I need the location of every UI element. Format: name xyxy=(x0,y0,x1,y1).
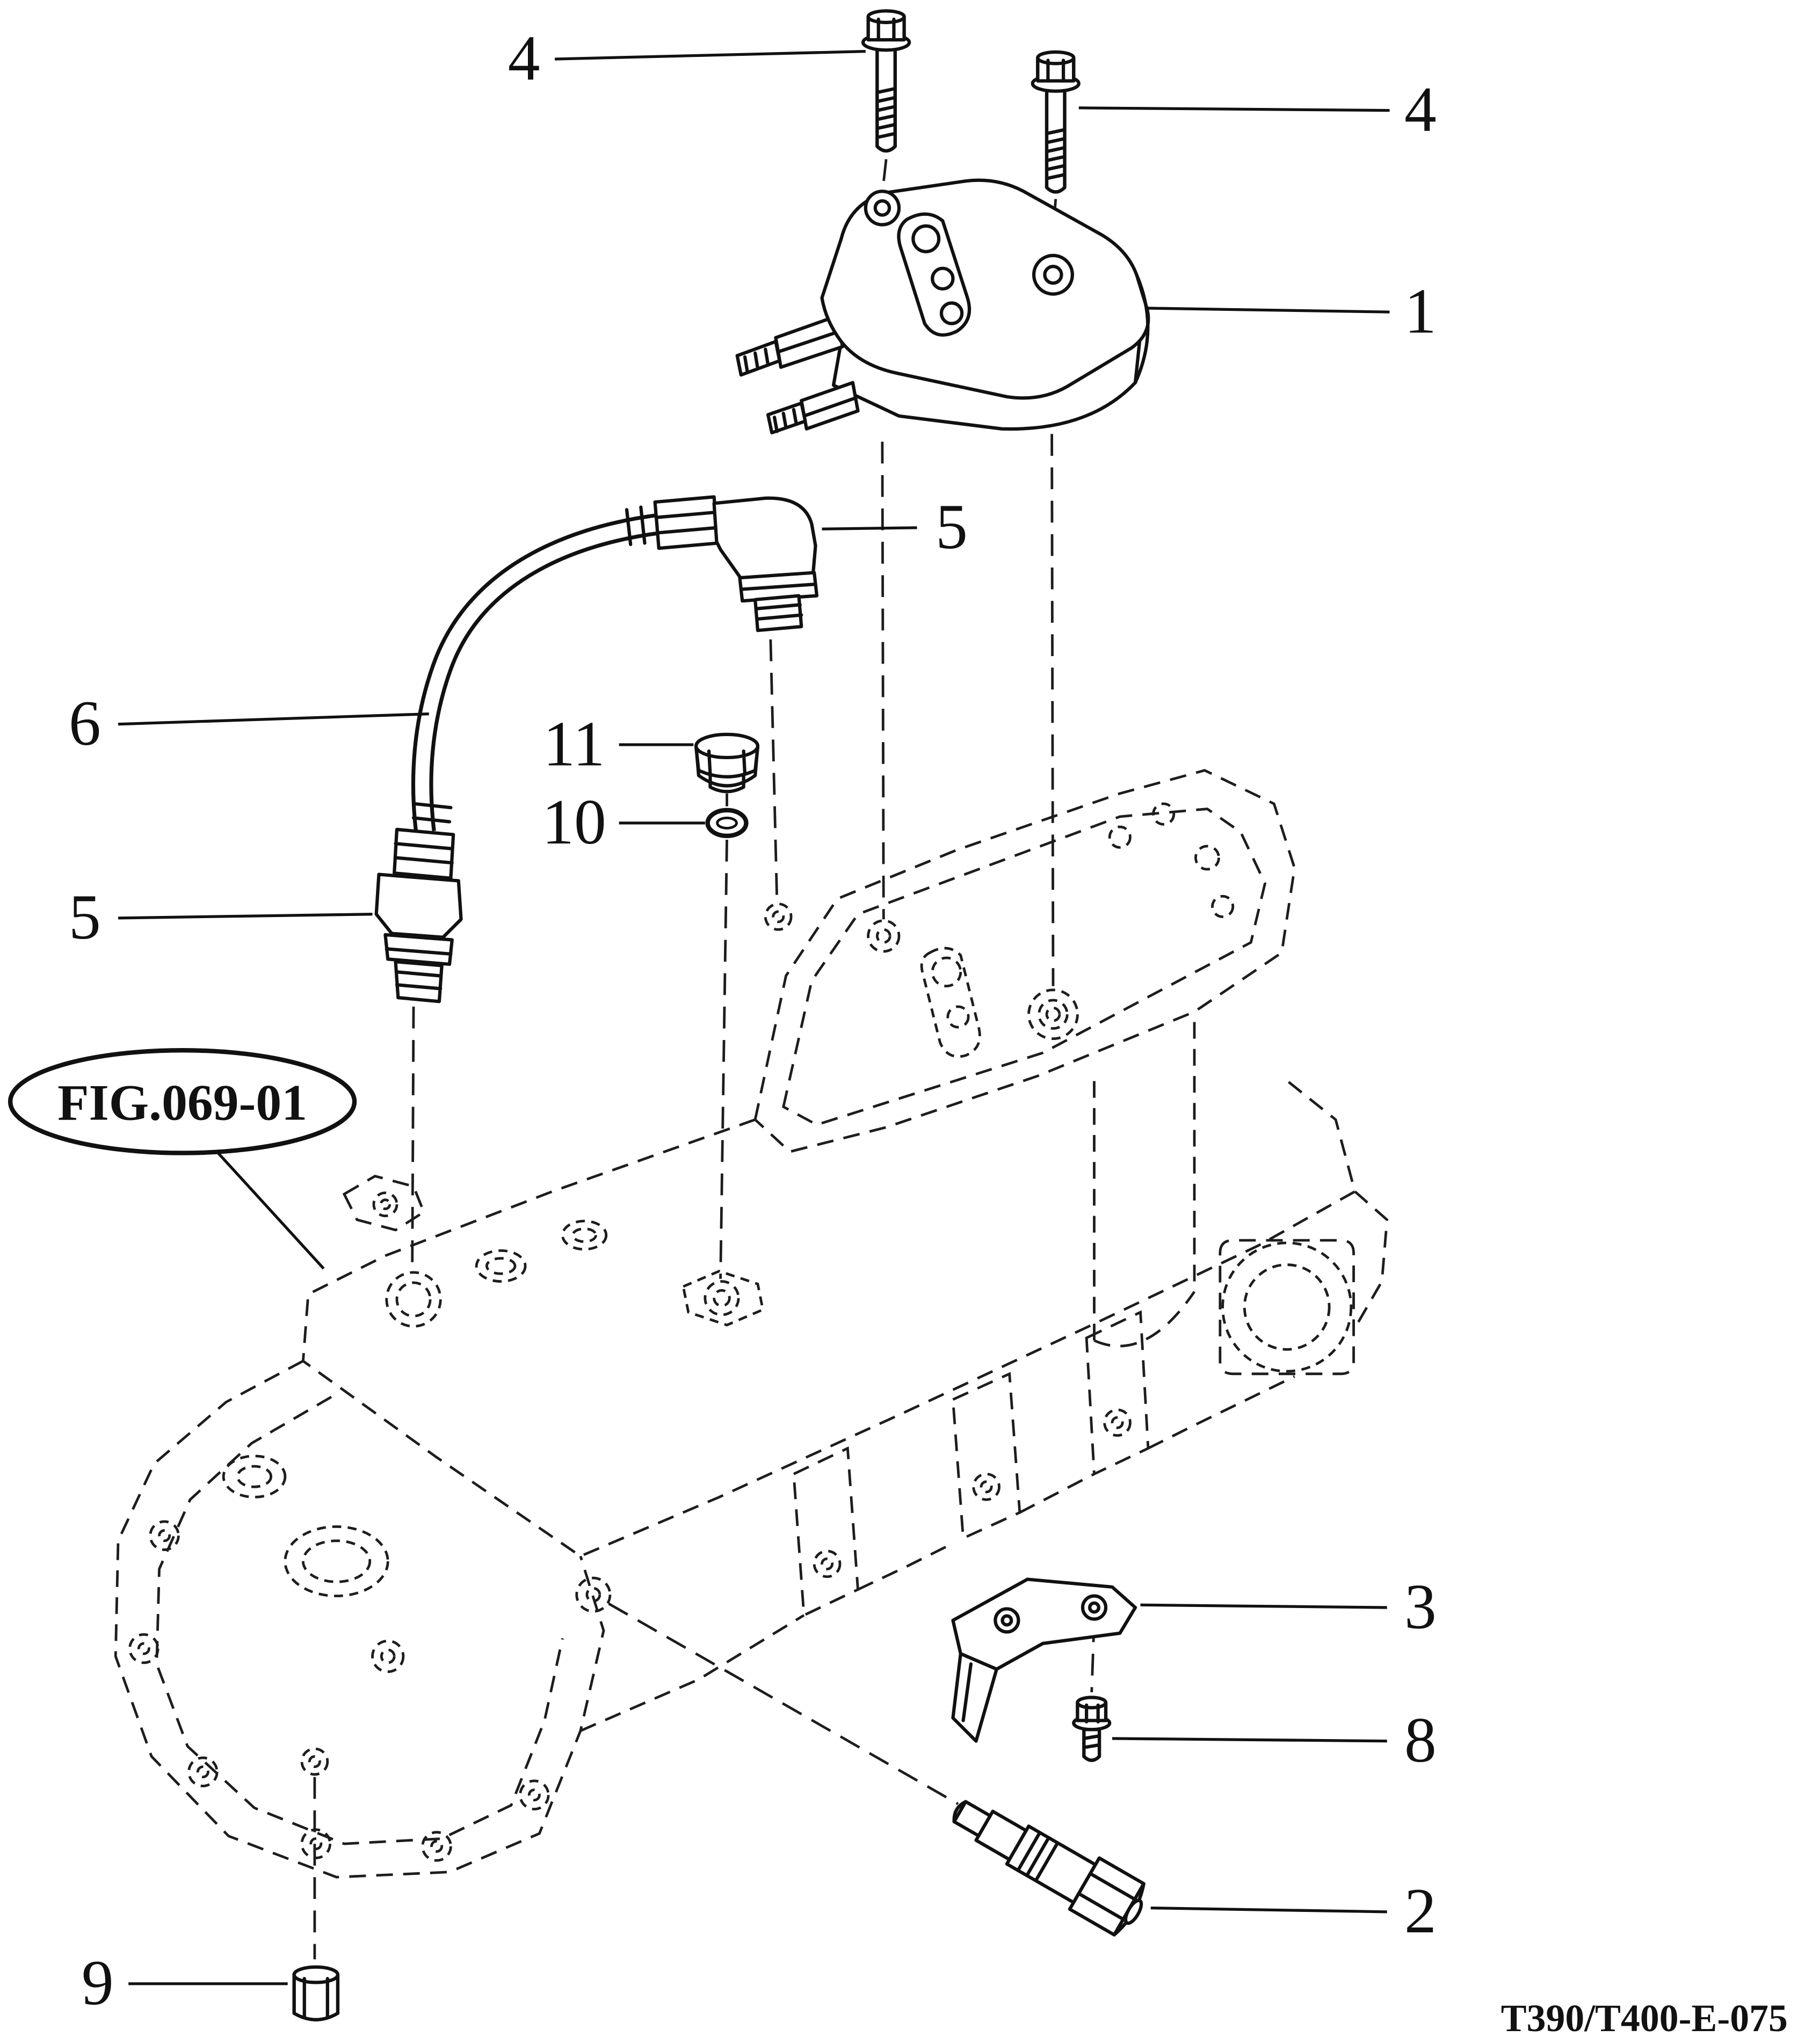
center-line-valve-2 xyxy=(608,1602,959,1806)
center-line-bolt-left-lower xyxy=(881,441,885,920)
part-6-hose xyxy=(411,505,662,834)
callout-label-1: 1 xyxy=(1404,275,1437,346)
callout-label-6: 6 xyxy=(69,687,101,759)
figure-reference: FIG.069-01 xyxy=(8,1048,357,1270)
center-line-bolt-left xyxy=(881,159,888,194)
callout-label-5-lower: 5 xyxy=(69,881,101,952)
callout-5-lower: 5 xyxy=(69,881,373,952)
callout-label-10: 10 xyxy=(542,786,606,857)
part-2-valve-fitting xyxy=(952,1800,1146,1937)
callout-label-9: 9 xyxy=(82,1947,114,2018)
part-1-valve-assembly xyxy=(735,178,1150,435)
part-9-plug xyxy=(292,1965,340,2021)
callout-label-5-upper: 5 xyxy=(936,491,968,562)
part-11-plug xyxy=(694,732,760,794)
part-5-elbow-fitting-lower xyxy=(374,827,463,1003)
part-4-hex-bolt-left xyxy=(861,9,911,153)
figure-reference-label: FIG.069-01 xyxy=(57,1074,307,1131)
callout-label-4-left: 4 xyxy=(508,22,540,93)
callout-11: 11 xyxy=(543,708,694,779)
part-5-elbow-fitting-upper xyxy=(653,495,819,632)
center-line-plug-oring xyxy=(719,793,728,1279)
callout-label-11: 11 xyxy=(543,708,605,779)
callout-4-left: 4 xyxy=(508,22,866,93)
transmission-housing-outline xyxy=(114,769,1389,1879)
drawing-code: T390/T400-E-075 xyxy=(1501,1997,1788,2040)
callout-5-upper: 5 xyxy=(822,491,968,562)
callout-3: 3 xyxy=(1140,1570,1437,1642)
callout-10: 10 xyxy=(542,786,705,857)
part-8-bolt xyxy=(1072,1696,1112,1762)
center-line-elbow-upper xyxy=(769,639,779,901)
callout-label-2: 2 xyxy=(1404,1875,1437,1946)
callout-8: 8 xyxy=(1112,1704,1437,1776)
assembly-center-lines xyxy=(313,159,1096,1960)
part-3-bracket xyxy=(951,1577,1137,1743)
callout-1: 1 xyxy=(1147,275,1437,346)
callout-4-right: 4 xyxy=(1078,74,1437,145)
figure-reference-ellipse xyxy=(8,1048,357,1155)
callout-label-3: 3 xyxy=(1404,1570,1437,1642)
callouts: 4 4 1 5 6 11 10 5 xyxy=(69,22,1437,2018)
callout-6: 6 xyxy=(69,687,429,759)
callout-label-4-right: 4 xyxy=(1404,74,1437,145)
center-line-elbow-lower xyxy=(411,1006,415,1269)
callout-2: 2 xyxy=(1150,1875,1437,1946)
part-4-hex-bolt-right xyxy=(1033,52,1079,192)
figure-reference-leader xyxy=(214,1149,325,1270)
part-10-o-ring xyxy=(705,808,749,838)
center-line-bolt-right-lower xyxy=(1050,434,1055,986)
callout-9: 9 xyxy=(82,1947,288,2018)
callout-label-8: 8 xyxy=(1404,1704,1437,1776)
